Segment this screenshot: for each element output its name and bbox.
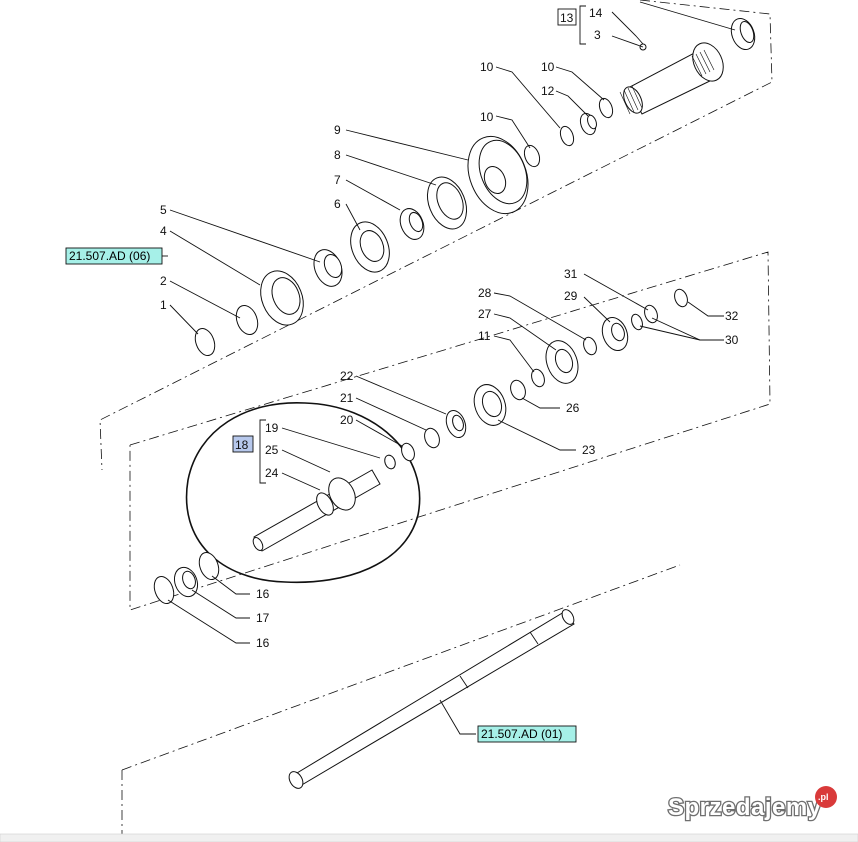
- callout-10: 10: [480, 110, 494, 124]
- watermark-badge: [815, 786, 837, 808]
- pto-shaft[interactable]: [286, 608, 576, 791]
- callout-13: 13: [560, 11, 574, 25]
- part-22-gear[interactable]: [443, 408, 469, 440]
- group-18-bracket: 18: [232, 419, 266, 484]
- callout-10: 10: [541, 60, 555, 74]
- part-10-circlip-b[interactable]: [558, 125, 576, 148]
- callout-19: 19: [265, 421, 279, 435]
- part-29-bearing[interactable]: [598, 314, 632, 354]
- bottom-edge-bar: [0, 833, 858, 842]
- callout-14: 14: [589, 6, 603, 20]
- part-10-circlip-c[interactable]: [522, 143, 543, 168]
- callout-7: 7: [334, 173, 341, 187]
- leader-lines: [167, 1, 736, 735]
- callout-12: 12: [541, 84, 555, 98]
- part-5-bushing[interactable]: [309, 246, 347, 291]
- callout-16: 16: [256, 587, 270, 601]
- callout-29: 29: [564, 289, 578, 303]
- frame-middle-assembly: [129, 251, 771, 611]
- callout-labels: 14 3 10 10 12 10 9 8 7 6 5 4 2 1 31 29 3…: [160, 6, 739, 650]
- callout-28: 28: [478, 286, 492, 300]
- callout-3: 3: [594, 28, 601, 42]
- part-6-gear[interactable]: [344, 216, 397, 278]
- part-11-circlip[interactable]: [529, 367, 546, 388]
- part-28-ring[interactable]: [581, 335, 598, 356]
- callout-16: 16: [256, 636, 270, 650]
- reference-link-bottom[interactable]: 21.507.AD (01): [477, 725, 577, 743]
- callout-4: 4: [160, 224, 167, 238]
- part-32-nut[interactable]: [672, 287, 689, 308]
- part-2-wave-washer[interactable]: [232, 302, 261, 337]
- part-27-gear[interactable]: [540, 336, 583, 388]
- part-30-washer[interactable]: [630, 313, 645, 331]
- group-13-bracket: 13: [557, 5, 586, 45]
- part-10-circlip-a[interactable]: [597, 97, 615, 120]
- part-31-washer[interactable]: [642, 303, 659, 324]
- part-3-main-shaft[interactable]: [619, 38, 729, 116]
- part-1-snap-ring[interactable]: [192, 326, 218, 358]
- callout-23: 23: [582, 443, 596, 457]
- part-24-input-shaft[interactable]: [251, 469, 381, 552]
- callout-25: 25: [265, 443, 279, 457]
- callout-31: 31: [564, 267, 578, 281]
- callout-32: 32: [725, 309, 739, 323]
- callout-11: 11: [478, 329, 491, 343]
- callout-20: 20: [340, 413, 354, 427]
- callout-27: 27: [478, 307, 492, 321]
- callout-24: 24: [265, 466, 279, 480]
- part-8-synchro-hub[interactable]: [420, 171, 474, 235]
- svg-text:21.507.AD (06): 21.507.AD (06): [69, 249, 150, 263]
- part-21-bushing[interactable]: [422, 426, 442, 450]
- part-16-snap-ring-b[interactable]: [151, 574, 177, 606]
- sprzedajemy-watermark: Sprzedajemy .pl: [667, 786, 837, 822]
- part-26-bushing[interactable]: [508, 378, 528, 402]
- part-16-snap-ring-a[interactable]: [196, 550, 222, 582]
- callout-18: 18: [235, 438, 249, 452]
- part-9-large-gear[interactable]: [457, 127, 539, 222]
- hand-drawn-circle: [185, 402, 421, 584]
- svg-text:21.507.AD (01): 21.507.AD (01): [481, 727, 562, 741]
- part-12-bushing[interactable]: [578, 111, 599, 136]
- part-17-seal[interactable]: [171, 564, 202, 600]
- callout-30: 30: [725, 333, 739, 347]
- callout-8: 8: [334, 148, 341, 162]
- part-23-gear[interactable]: [469, 380, 512, 430]
- callout-21: 21: [340, 391, 354, 405]
- svg-text:.pl: .pl: [818, 792, 829, 802]
- callout-9: 9: [334, 123, 341, 137]
- part-14-bearing-top[interactable]: [727, 15, 759, 53]
- callout-6: 6: [334, 197, 341, 211]
- part-4-ball-bearing[interactable]: [253, 265, 311, 332]
- part-20-circlip[interactable]: [399, 441, 416, 462]
- frame-lower-assembly: [121, 564, 681, 838]
- reference-link-top[interactable]: 21.507.AD (06): [65, 247, 168, 265]
- callout-2: 2: [160, 274, 167, 288]
- callout-10: 10: [480, 60, 494, 74]
- callout-17: 17: [256, 611, 270, 625]
- frame-upper-assembly: [99, 0, 773, 471]
- group-18-badge: [232, 435, 254, 453]
- callout-5: 5: [160, 203, 167, 217]
- part-7-sleeve[interactable]: [396, 205, 428, 243]
- part-19-plug[interactable]: [383, 454, 397, 471]
- callout-26: 26: [566, 401, 580, 415]
- svg-text:Sprzedajemy: Sprzedajemy: [668, 794, 822, 821]
- callout-22: 22: [340, 369, 354, 383]
- callout-1: 1: [160, 298, 167, 312]
